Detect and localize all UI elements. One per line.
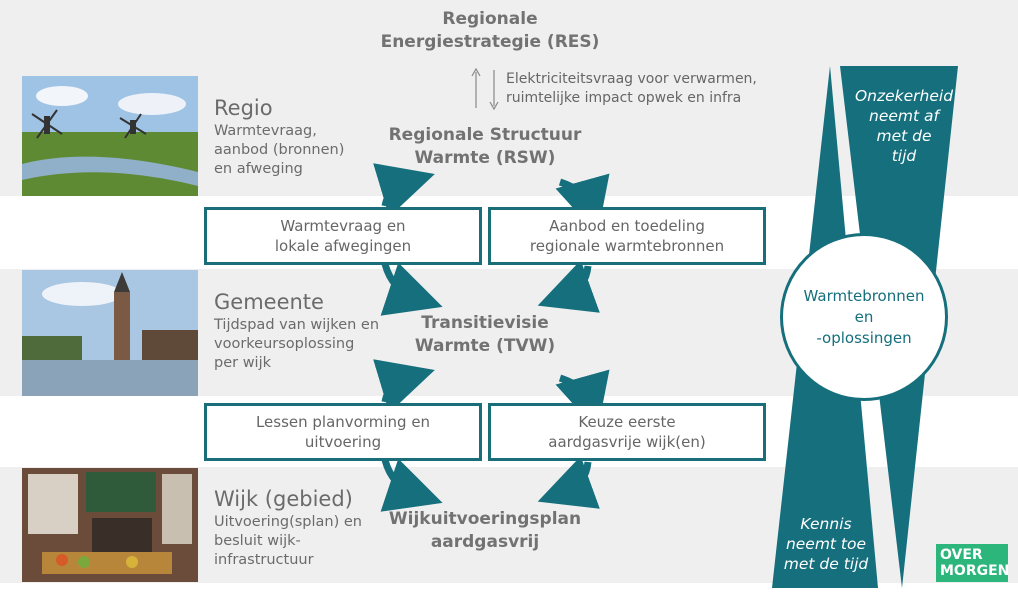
tvw-title: Transitievisie Warmte (TVW)	[340, 312, 630, 358]
arrow-wup-right-in	[537, 456, 600, 509]
box-aanbod: Aanbod en toedeling regionale warmtebronn…	[488, 207, 766, 265]
circle-line: Warmtebronnen	[803, 286, 925, 305]
res-note-line: Elektriciteitsvraag voor verwarmen,	[506, 71, 757, 87]
desc-line: besluit wijk-	[214, 533, 301, 549]
box-keuze: Keuze eerste aardgasvrije wijk(en)	[488, 403, 766, 461]
photo-canal-tower	[22, 270, 198, 396]
level-wijk-desc: Uitvoering(splan) en besluit wijk- infra…	[214, 513, 394, 570]
level-gemeente-title: Gemeente	[214, 290, 324, 314]
arrow-tvw-right-down	[555, 369, 610, 431]
box-line: Warmtevraag en	[280, 217, 406, 235]
uncertainty-line: neemt af	[869, 107, 939, 125]
box-warmtevraag: Warmtevraag en lokale afwegingen	[204, 207, 482, 265]
res-note: Elektriciteitsvraag voor verwarmen, ruim…	[506, 70, 806, 108]
desc-line: Warmtevraag,	[214, 123, 317, 139]
level-regio-desc: Warmtevraag, aanbod (bronnen) en afwegin…	[214, 122, 394, 179]
box-line: Lessen planvorming en	[255, 413, 431, 431]
desc-line: Tijdspad van wijken en	[214, 317, 380, 333]
res-title-line: Regionale	[442, 9, 538, 29]
overmorgen-logo: OVER MORGEN	[936, 544, 1010, 582]
photo-windmills	[22, 76, 198, 196]
logo-line: OVER	[940, 547, 983, 563]
knowledge-line: neemt toe	[785, 535, 867, 553]
knowledge-line: Kennis	[800, 515, 852, 533]
wup-title-line: aardgasvrij	[430, 532, 540, 552]
arrow-tvw-left-up	[373, 359, 435, 413]
res-note-line: ruimtelijke impact opwek en infra	[506, 90, 742, 106]
desc-line: per wijk	[214, 355, 272, 371]
res-title: Regionale Energiestrategie (RES)	[330, 8, 650, 54]
arrow-tvw-right-in	[537, 260, 600, 313]
box-line: Aanbod en toedeling	[549, 217, 705, 235]
desc-line: infrastructuur	[214, 552, 314, 568]
uncertainty-line: Onzekerheid	[854, 87, 954, 105]
level-gemeente-desc: Tijdspad van wijken en voorkeursoplossin…	[214, 316, 394, 373]
desc-line: en afweging	[214, 161, 303, 177]
photo-shopfront	[22, 468, 198, 582]
tvw-title-line: Warmte (TVW)	[414, 336, 556, 356]
desc-line: voorkeursoplossing	[214, 336, 355, 352]
rsw-title: Regionale Structuur Warmte (RSW)	[340, 124, 630, 170]
level-regio-title: Regio	[214, 96, 273, 120]
knowledge-text: Kennis neemt toe met de tijd	[766, 514, 886, 574]
arrow-tvw-left-in	[380, 262, 443, 316]
desc-line: Uitvoering(splan) en	[214, 514, 362, 530]
knowledge-line: met de tijd	[783, 555, 869, 573]
arrow-rsw-left-up	[373, 163, 435, 217]
warmtebronnen-circle: Warmtebronnen en -oplossingen	[780, 233, 948, 401]
rsw-title-line: Regionale Structuur	[388, 125, 582, 145]
box-line: aardgasvrije wijk(en)	[548, 433, 706, 451]
level-wijk-title: Wijk (gebied)	[214, 487, 353, 511]
uncertainty-text: Onzekerheid neemt af met de tijd	[842, 86, 966, 166]
wup-title-line: Wijkuitvoeringsplan	[388, 509, 582, 529]
box-line: lokale afwegingen	[274, 237, 412, 255]
tvw-title-line: Transitievisie	[421, 313, 549, 333]
arrow-rsw-right-down	[555, 173, 610, 235]
box-lessen: Lessen planvorming en uitvoering	[204, 403, 482, 461]
uncertainty-line: tijd	[891, 147, 917, 165]
res-title-line: Energiestrategie (RES)	[380, 32, 600, 52]
box-line: Keuze eerste	[578, 413, 676, 431]
arrow-wup-left-in	[380, 458, 443, 512]
box-line: regionale warmtebronnen	[529, 237, 725, 255]
wup-title: Wijkuitvoeringsplan aardgasvrij	[340, 508, 630, 554]
circle-line: en	[854, 307, 874, 326]
uncertainty-line: met de	[876, 127, 932, 145]
desc-line: aanbod (bronnen)	[214, 142, 345, 158]
rsw-title-line: Warmte (RSW)	[414, 148, 556, 168]
logo-line: MORGEN	[940, 563, 1010, 579]
box-line: uitvoering	[304, 433, 382, 451]
circle-line: -oplossingen	[816, 328, 912, 347]
